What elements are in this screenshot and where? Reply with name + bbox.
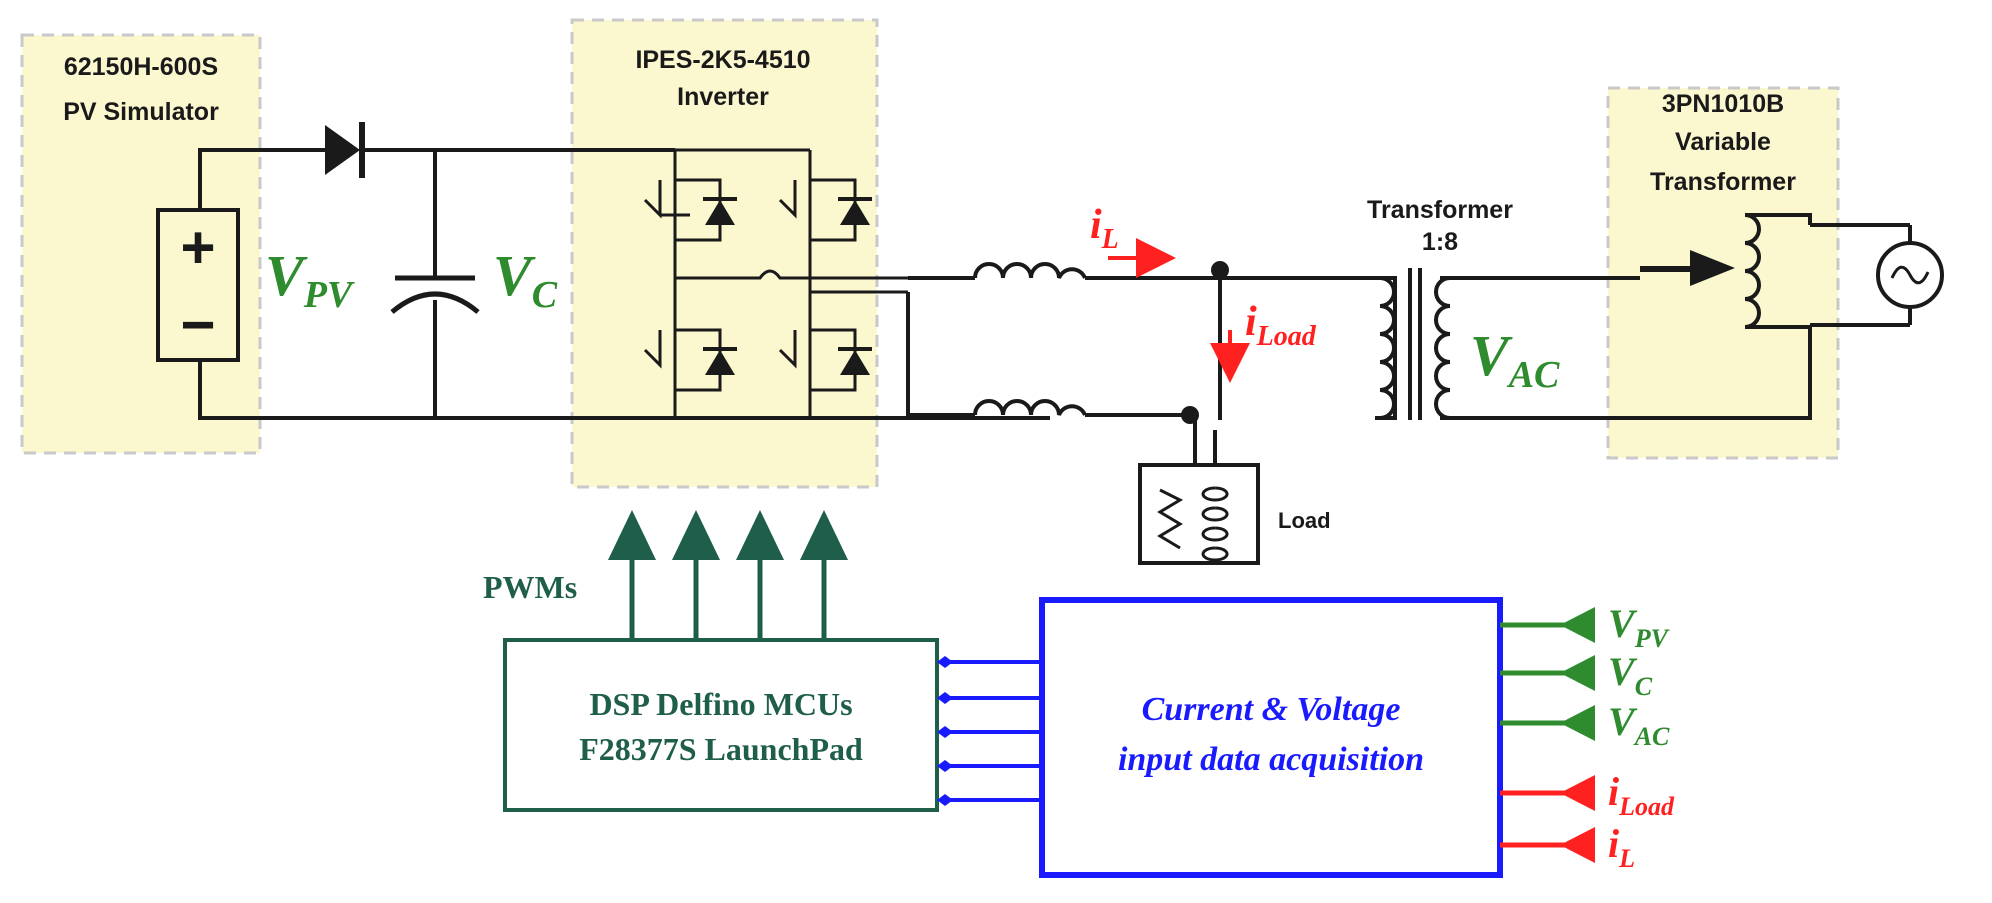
inverter-bridge [643, 148, 908, 418]
var-transformer-label-1: 3PN1010B [1662, 90, 1784, 118]
node-top [1211, 261, 1229, 279]
input-label-3: iLoad [1608, 769, 1675, 821]
pwms-label: PWMs [483, 569, 577, 605]
pv-simulator-label-1: 62150H-600S [64, 53, 218, 81]
input-label-1: VC [1608, 649, 1653, 701]
inductor-bottom [973, 399, 1087, 416]
load-box [1138, 463, 1260, 565]
var-transformer-label-3: Transformer [1650, 168, 1796, 196]
il-label: iL [1090, 202, 1119, 255]
input-label-0: VPV [1608, 601, 1671, 653]
input-label-4: iL [1608, 821, 1635, 873]
pv-source: + − [156, 208, 240, 362]
input-arrowhead-3 [1560, 775, 1595, 811]
pv-simulator-label-2: PV Simulator [63, 98, 219, 126]
dsp-label-2: F28377S LaunchPad [579, 731, 863, 767]
acquisition-box [1039, 597, 1503, 878]
ac-grid-source [1876, 225, 1944, 325]
dsp-label-1: DSP Delfino MCUs [589, 686, 852, 722]
minus-sign: − [180, 291, 215, 358]
diode [325, 122, 365, 178]
transformer [1379, 268, 1812, 420]
inverter-diodes [703, 197, 872, 375]
node-bottom [1181, 406, 1199, 424]
load-label: Load [1278, 508, 1331, 533]
iload-label: iLoad [1245, 299, 1317, 352]
vpv-label: VPV [265, 243, 355, 316]
vac-label: VAC [1470, 323, 1560, 396]
acquisition-label-1: Current & Voltage [1142, 691, 1401, 728]
input-label-2: VAC [1608, 699, 1670, 751]
pwm-arrows [608, 510, 848, 640]
acquisition-label-2: input data acquisition [1118, 741, 1424, 778]
inverter-label-1: IPES-2K5-4510 [635, 46, 810, 74]
input-arrowhead-1 [1560, 655, 1595, 691]
var-transformer-label-2: Variable [1675, 128, 1771, 156]
dsp-box [503, 638, 939, 812]
variable-transformer-arrow [1690, 250, 1735, 286]
input-arrowhead-0 [1560, 607, 1595, 643]
input-arrowhead-4 [1560, 827, 1595, 863]
vc-label: VC [493, 243, 558, 316]
input-arrowhead-2 [1560, 705, 1595, 741]
plus-sign: + [180, 214, 215, 281]
variable-transformer [1744, 213, 1812, 370]
data-bus [937, 656, 1042, 806]
transformer-label-2: 1:8 [1422, 228, 1458, 256]
inductor-top [973, 262, 1087, 279]
transformer-label-1: Transformer [1367, 196, 1513, 224]
variable-transformer-region [1606, 86, 1840, 460]
inverter-region [570, 18, 879, 489]
inverter-label-2: Inverter [677, 83, 769, 111]
capacitor [390, 275, 480, 314]
